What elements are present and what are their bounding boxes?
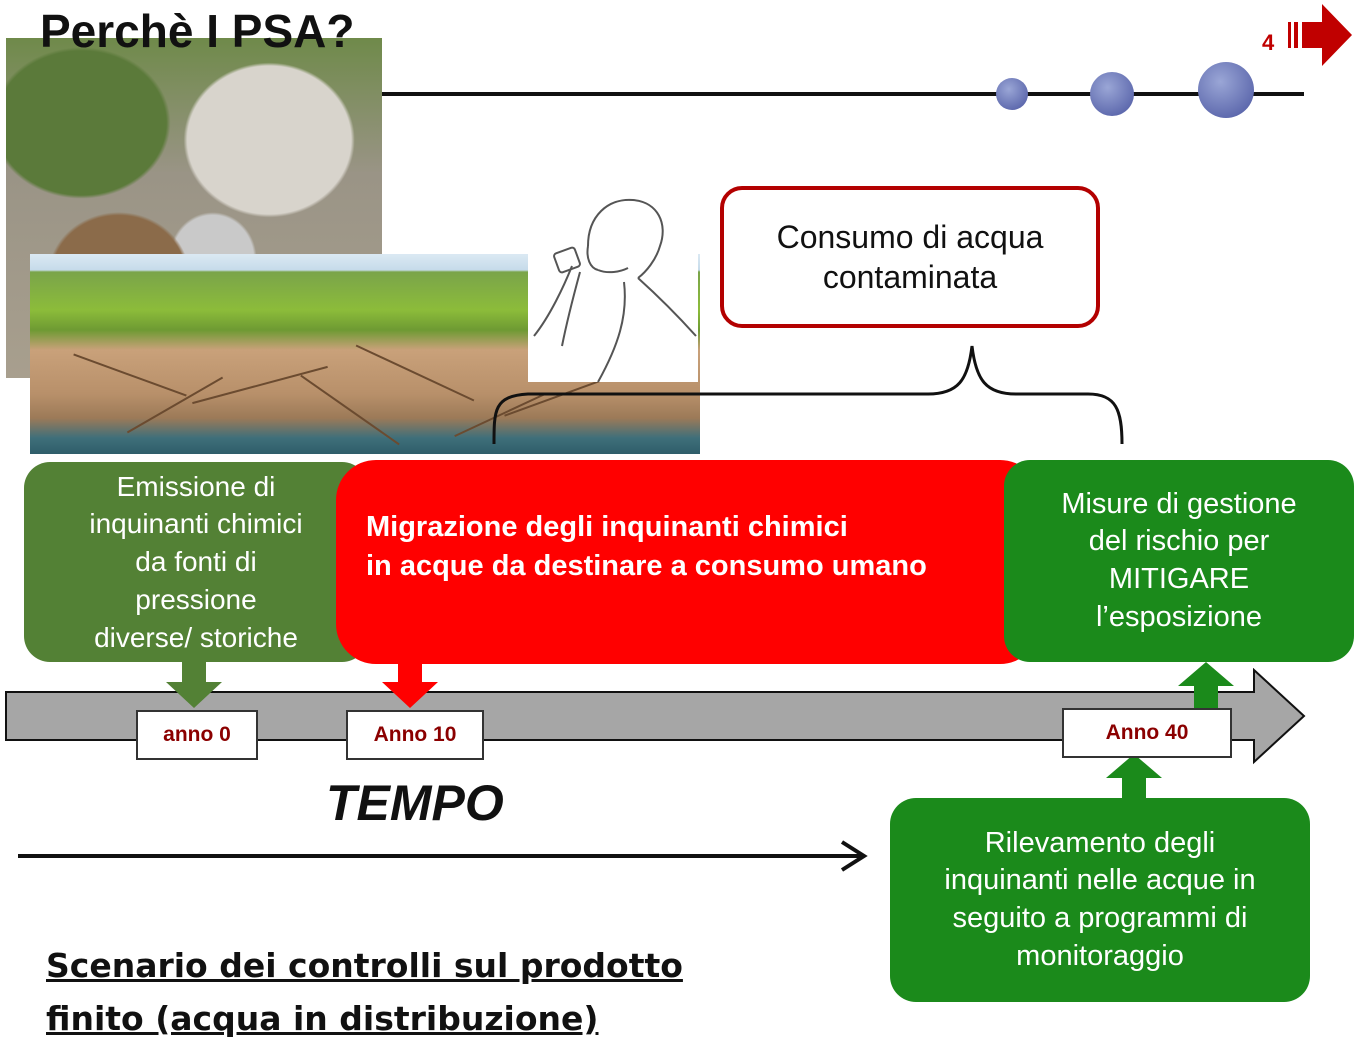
emission-line: pressione [135,583,257,615]
header-rule [382,92,1304,96]
migration-line: Migrazione degli inquinanti chimici [366,510,848,543]
marker-anno-40: Anno 40 [1062,708,1232,758]
page-title: Perchè I PSA? [40,5,355,57]
mitigation-line: Misure di gestione [1061,487,1297,520]
page-number: 4 [1262,30,1275,55]
mitigation-line: MITIGARE [1108,563,1250,595]
emission-down-arrow [166,660,222,708]
time-axis-label: TEMPO [326,775,504,831]
emission-phase-box: Emissione di inquinanti chimici da fonti… [24,462,368,662]
monitoring-line: inquinanti nelle acque in [944,864,1256,897]
marker-anno-10: Anno 10 [346,710,484,760]
contaminated-water-callout: Consumo di acqua contaminata [720,186,1100,328]
emission-line: diverse/ storiche [94,621,298,653]
emission-line: inquinanti chimici [89,508,303,540]
scenario-caption: Scenario dei controlli sul prodotto fini… [46,940,746,1046]
red-arrow-right-icon [1288,4,1352,66]
mitigation-line: del rischio per [1088,525,1270,558]
scenario-line: Scenario dei controlli sul prodotto [46,946,683,985]
callout-line: Consumo di acqua [776,219,1044,255]
migration-phase-box: Migrazione degli inquinanti chimici in a… [336,460,1040,664]
mitigation-up-arrow [1178,662,1234,708]
marker-anno-0: anno 0 [136,710,258,760]
scenario-line: finito (acqua in distribuzione) [46,998,599,1038]
monitoring-line: seguito a programmi di [952,902,1248,934]
monitoring-line: monitoraggio [1016,939,1184,972]
emission-line: da fonti di [135,546,257,578]
progress-dot-large [1198,62,1254,118]
monitoring-box: Rilevamento degli inquinanti nelle acque… [890,798,1310,1002]
drinking-person-illustration [528,186,698,383]
emission-line: Emissione di [116,470,276,502]
mitigation-phase-box: Misure di gestione del rischio per MITIG… [1004,460,1354,662]
time-direction-arrow [18,840,868,872]
curly-brace [492,345,1124,445]
mitigation-line: l’esposizione [1095,600,1263,633]
monitoring-line: Rilevamento degli [984,826,1216,859]
callout-line: contaminata [822,259,998,295]
progress-dot-medium [1090,72,1134,116]
migration-down-arrow [382,660,438,708]
migration-line: in acque da destinare a consumo umano [366,550,927,582]
monitoring-up-arrow [1106,754,1162,800]
progress-dot-small [996,78,1028,110]
